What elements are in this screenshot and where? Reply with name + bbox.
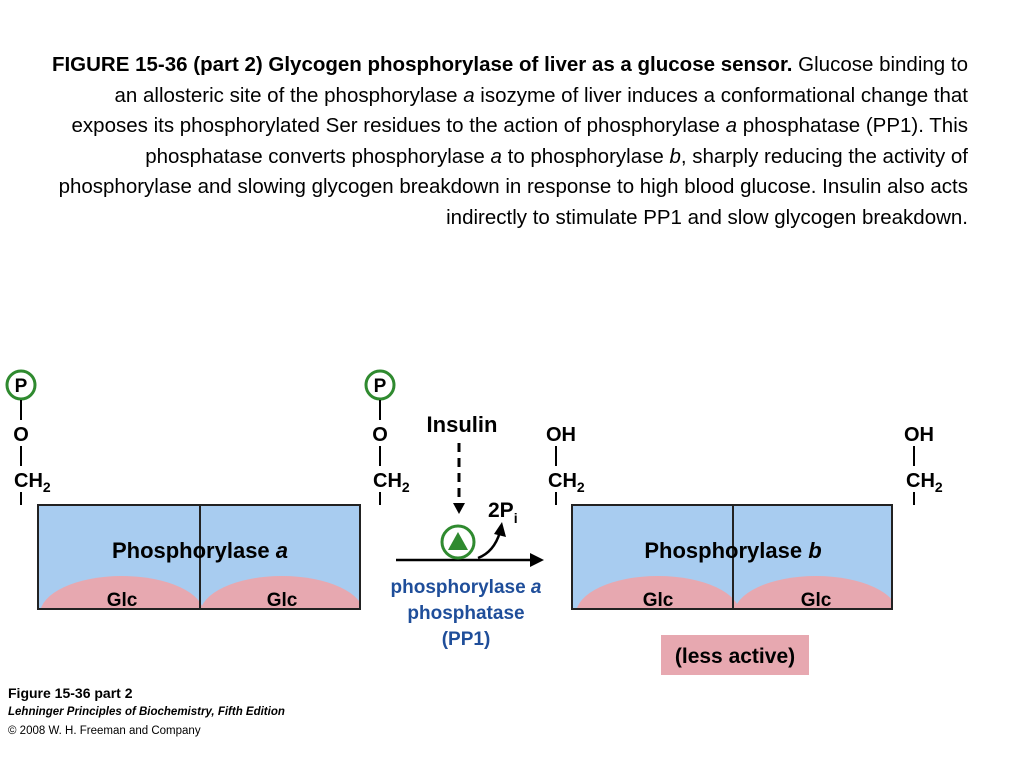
- phosphate-icon: [364, 369, 396, 401]
- glucose-site-left-a: [40, 576, 204, 609]
- less-active-label: (less active): [675, 645, 795, 668]
- ser-oh-right-b: OH CH2: [904, 424, 943, 505]
- credit-copyright: © 2008 W. H. Freeman and Company: [8, 725, 201, 737]
- caption-italic-a-2: a: [725, 114, 738, 137]
- caption-text-5: , sharply reducing the activity of phosp…: [58, 144, 968, 229]
- credit-figure-number: Figure 15-36 part 2: [8, 685, 133, 701]
- pi-release-arrow: [477, 531, 502, 560]
- credit-book-title: Lehninger Principles of Biochemistry, Fi…: [8, 706, 285, 718]
- reaction-center: Insulin 2Pi phosphorylase a phosphatase …: [391, 412, 544, 650]
- caption-italic-a-3: a: [490, 144, 502, 168]
- pp1-label-line3: (PP1): [442, 629, 491, 650]
- phosphate-icon: [5, 369, 37, 401]
- figure-credit: Figure 15-36 part 2 Lehninger Principles…: [8, 684, 285, 741]
- glc-label-left-a: Glc: [107, 590, 138, 611]
- phosphate-label: P: [374, 376, 387, 397]
- caption-text-1: Glucose binding to an allosteric site of…: [114, 53, 968, 107]
- ch2-label: CH2: [14, 470, 51, 495]
- pp1-triangle-icon: [448, 532, 468, 550]
- insulin-label: Insulin: [427, 412, 498, 437]
- phosphate-label: P: [15, 376, 28, 397]
- caption-italic-b: b: [669, 144, 681, 168]
- phosphorylase-a: Phosphorylase a Glc Glc P O CH2 P O CH2: [5, 369, 410, 611]
- glc-label-right-b: Glc: [801, 590, 832, 611]
- phosphorylase-b-label: Phosphorylase b: [644, 538, 821, 563]
- hydroxyl-label: OH: [904, 424, 934, 446]
- pp1-label-line2: phosphatase: [407, 603, 524, 624]
- caption-text-2: isozyme of liver induces a conformationa…: [71, 83, 968, 138]
- glc-label-right-a: Glc: [267, 590, 298, 611]
- caption-figure-label: FIGURE 15-36 (part 2) Glycogen phosphory…: [51, 53, 793, 76]
- ch2-label: CH2: [548, 470, 585, 495]
- reaction-arrowhead-icon: [530, 553, 544, 567]
- glucose-site-right-b: [734, 576, 892, 609]
- insulin-arrowhead-icon: [453, 503, 465, 514]
- caption-text-4: to phosphorylase: [501, 144, 670, 168]
- phosphorylase-a-label: Phosphorylase a: [112, 538, 288, 563]
- ser-oh-left-b: OH CH2: [546, 424, 585, 505]
- phospho-ser-right-a: P O CH2: [364, 369, 410, 505]
- glc-label-left-b: Glc: [643, 590, 674, 611]
- hydroxyl-label: OH: [546, 424, 576, 446]
- ch2-label: CH2: [906, 470, 943, 495]
- caption-text-3: phosphatase (PP1). This phosphatase conv…: [145, 114, 968, 168]
- pp1-label-line1: phosphorylase a: [391, 577, 542, 598]
- glucose-site-right-a: [200, 576, 360, 609]
- phosphorylase-b: Phosphorylase b Glc Glc OH CH2 OH CH2 (l…: [546, 424, 943, 675]
- ch2-label: CH2: [373, 470, 410, 495]
- oxygen-label: O: [372, 424, 388, 446]
- pi-product-label: 2Pi: [488, 499, 518, 526]
- oxygen-label: O: [13, 424, 29, 446]
- less-active-badge: [661, 635, 809, 675]
- glucose-site-left-b: [576, 576, 740, 609]
- phospho-ser-left-a: P O CH2: [5, 369, 51, 505]
- figure-caption: FIGURE 15-36 (part 2) Glycogen phosphory…: [38, 50, 968, 233]
- caption-italic-a-1: a: [463, 83, 475, 107]
- pi-arrowhead-icon: [494, 522, 506, 537]
